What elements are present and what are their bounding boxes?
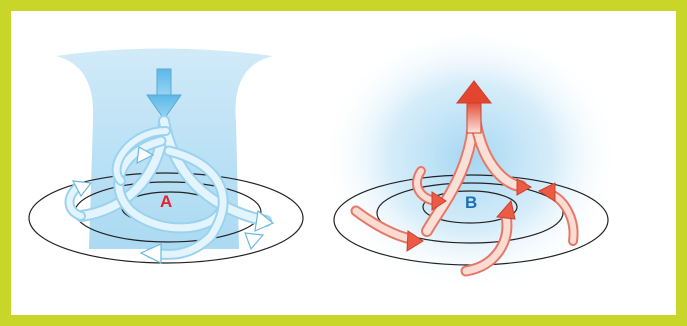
arrowhead-icon — [255, 211, 273, 231]
label-b: B — [465, 193, 477, 212]
air-circulation-diagram: A B — [11, 11, 676, 315]
arrowhead-icon — [245, 233, 263, 249]
panel-b: B — [321, 36, 621, 306]
label-a: A — [160, 192, 172, 211]
panel-a: A — [29, 49, 303, 264]
diagram-frame: A B — [11, 11, 676, 315]
